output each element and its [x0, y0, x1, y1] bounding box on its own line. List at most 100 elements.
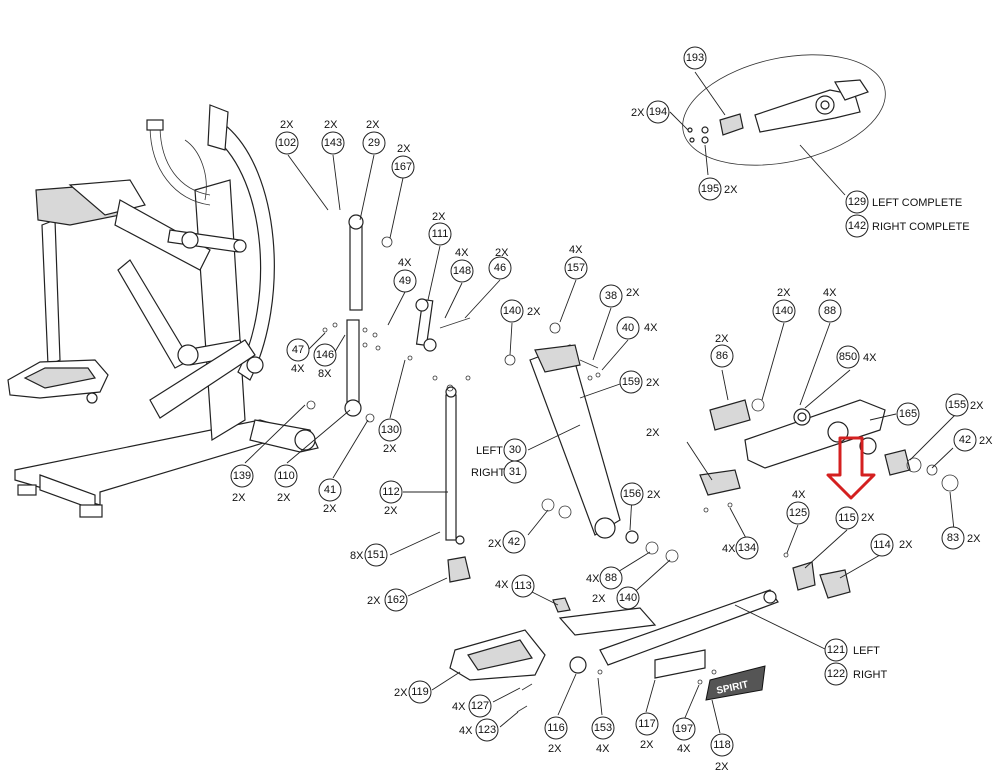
- callout-47: 47: [286, 338, 310, 362]
- svg-text:129: 129: [848, 196, 866, 208]
- svg-text:155: 155: [948, 399, 966, 411]
- callout-148: 148: [450, 259, 474, 283]
- callout-143: 143: [321, 131, 345, 155]
- qty-125: 4X: [792, 489, 806, 501]
- svg-text:139: 139: [233, 470, 251, 482]
- callout-116: 116: [544, 716, 568, 740]
- label-31-right: RIGHT: [471, 467, 506, 479]
- svg-text:102: 102: [278, 137, 296, 149]
- svg-text:143: 143: [324, 137, 342, 149]
- callout-155: 155: [945, 393, 969, 417]
- qty-42-center: 2X: [488, 538, 502, 550]
- callout-118: 118: [710, 733, 734, 757]
- callout-115: 115: [835, 506, 859, 530]
- callout-110: 110: [274, 464, 298, 488]
- callout-88-lower: 88: [599, 566, 623, 590]
- svg-text:83: 83: [947, 532, 959, 544]
- svg-text:123: 123: [478, 724, 496, 736]
- callout-121: 121: [824, 638, 848, 662]
- callout-88-right: 88: [818, 299, 842, 323]
- qty-83: 2X: [967, 533, 981, 545]
- qty-38: 2X: [626, 287, 640, 299]
- callout-114: 114: [870, 533, 894, 557]
- callout-130: 130: [378, 418, 402, 442]
- qty-115: 2X: [861, 512, 875, 524]
- svg-text:119: 119: [411, 686, 429, 698]
- svg-text:134: 134: [738, 542, 756, 554]
- qty-162: 2X: [367, 595, 381, 607]
- svg-text:140: 140: [775, 305, 793, 317]
- label-121-left: LEFT: [853, 645, 880, 657]
- qty-110: 2X: [277, 492, 291, 504]
- svg-text:29: 29: [368, 137, 380, 149]
- svg-text:41: 41: [324, 484, 336, 496]
- label-left-complete: LEFT COMPLETE: [872, 197, 962, 209]
- svg-text:127: 127: [471, 700, 489, 712]
- svg-text:112: 112: [382, 486, 400, 498]
- callout-195: 195: [698, 177, 722, 201]
- svg-text:151: 151: [367, 549, 385, 561]
- qty-143: 2X: [324, 119, 338, 131]
- svg-text:42: 42: [959, 434, 971, 446]
- callout-134: 134: [735, 536, 759, 560]
- pedal-arm-drawing: SPIRIT: [449, 589, 779, 713]
- svg-text:115: 115: [838, 512, 856, 524]
- qty-140-upper: 2X: [527, 306, 541, 318]
- callout-146: 146: [313, 343, 337, 367]
- callout-123: 123: [475, 718, 499, 742]
- svg-text:130: 130: [381, 424, 399, 436]
- svg-text:116: 116: [547, 722, 565, 734]
- svg-text:193: 193: [686, 52, 704, 64]
- qty-116: 2X: [548, 743, 562, 755]
- svg-text:86: 86: [716, 350, 728, 362]
- svg-text:850: 850: [839, 351, 857, 363]
- svg-text:110: 110: [277, 470, 295, 482]
- svg-text:47: 47: [292, 344, 304, 356]
- qty-112: 2X: [384, 505, 398, 517]
- qty-153: 4X: [596, 743, 610, 755]
- main-frame-drawing: [7, 104, 319, 518]
- svg-text:156: 156: [623, 488, 641, 500]
- callout-42-right: 42: [953, 428, 977, 452]
- qty-111: 2X: [432, 211, 446, 223]
- callout-140-lower: 140: [616, 586, 640, 610]
- svg-text:162: 162: [387, 594, 405, 606]
- svg-text:117: 117: [638, 718, 656, 730]
- qty-159: 2X: [646, 377, 660, 389]
- qty-130: 2X: [383, 443, 397, 455]
- svg-text:195: 195: [701, 183, 719, 195]
- qty-113: 4X: [495, 579, 509, 591]
- svg-text:42: 42: [508, 536, 520, 548]
- callout-129: 129: [845, 190, 869, 214]
- svg-text:146: 146: [316, 349, 334, 361]
- callout-156: 156: [620, 482, 644, 506]
- callout-112: 112: [379, 480, 403, 504]
- qty-88-lower: 4X: [586, 573, 600, 585]
- svg-text:140: 140: [503, 305, 521, 317]
- callout-102: 102: [275, 131, 299, 155]
- callout-125: 125: [786, 501, 810, 525]
- svg-text:125: 125: [789, 507, 807, 519]
- qty-148: 4X: [455, 247, 469, 259]
- qty-151: 8X: [350, 550, 364, 562]
- qty-123: 4X: [459, 725, 473, 737]
- svg-text:114: 114: [873, 539, 891, 551]
- qty-88-right: 4X: [823, 287, 837, 299]
- callout-153: 153: [591, 716, 615, 740]
- qty-850: 4X: [863, 352, 877, 364]
- qty-197: 4X: [677, 743, 691, 755]
- svg-text:157: 157: [567, 262, 585, 274]
- callout-139: 139: [230, 464, 254, 488]
- qty-139: 2X: [232, 492, 246, 504]
- qty-42-right: 2X: [979, 435, 993, 447]
- label-122-right: RIGHT: [853, 669, 888, 681]
- qty-140-right: 2X: [777, 287, 791, 299]
- qty-155: 2X: [970, 400, 984, 412]
- svg-text:140: 140: [619, 592, 637, 604]
- qty-117: 2X: [640, 739, 654, 751]
- callout-127: 127: [468, 694, 492, 718]
- svg-text:194: 194: [649, 106, 667, 118]
- callout-83: 83: [941, 526, 965, 550]
- callout-193: 193: [683, 46, 707, 70]
- callout-40: 40: [616, 316, 640, 340]
